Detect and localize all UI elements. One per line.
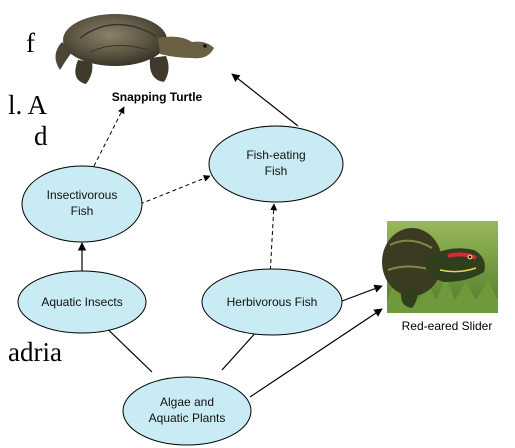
background-text-fragment-2: l. A bbox=[8, 90, 48, 120]
node-aquatic-insects: Aquatic Insects bbox=[18, 271, 146, 333]
node-herbivorous-fish: Herbivorous Fish bbox=[202, 269, 342, 335]
snapping-turtle-photo bbox=[55, 14, 214, 84]
node-insectivorous-fish-label-line-2: Fish bbox=[71, 204, 94, 218]
node-fish-eating-fish-label-line-2: Fish bbox=[265, 164, 288, 178]
background-text-fragment-4: adria bbox=[8, 337, 62, 367]
arrow-herbivorous-fish-to-red-eared-slider bbox=[342, 286, 382, 301]
node-fish-eating-fish-label-line-1: Fish-eating bbox=[246, 148, 305, 162]
node-algae-label-line-2: Aquatic Plants bbox=[149, 411, 226, 425]
arrow-fish-eating-fish-to-snapping-turtle bbox=[232, 74, 298, 126]
background-text-fragment-3: d bbox=[34, 121, 48, 151]
node-aquatic-insects-label: Aquatic Insects bbox=[41, 295, 122, 309]
food-web-arrows bbox=[82, 74, 382, 397]
node-fish-eating-fish: Fish-eating Fish bbox=[209, 126, 343, 202]
snapping-turtle-caption: Snapping Turtle bbox=[112, 90, 203, 104]
background-text-fragment-1: f bbox=[26, 28, 35, 58]
red-eared-slider-photo bbox=[382, 221, 498, 313]
node-herbivorous-fish-label: Herbivorous Fish bbox=[227, 295, 318, 309]
node-insectivorous-fish-label-line-1: Insectivorous bbox=[47, 188, 118, 202]
node-algae-and-aquatic-plants: Algae and Aquatic Plants bbox=[123, 377, 251, 445]
node-algae-label-line-1: Algae and bbox=[160, 395, 214, 409]
node-insectivorous-fish: Insectivorous Fish bbox=[22, 166, 142, 242]
arrow-insectivorous-fish-to-fish-eating-fish bbox=[140, 176, 210, 204]
red-eared-slider-caption: Red-eared Slider bbox=[402, 319, 493, 333]
arrow-herbivorous-fish-to-fish-eating-fish bbox=[270, 204, 274, 277]
arrow-insectivorous-fish-to-snapping-turtle bbox=[94, 107, 124, 166]
